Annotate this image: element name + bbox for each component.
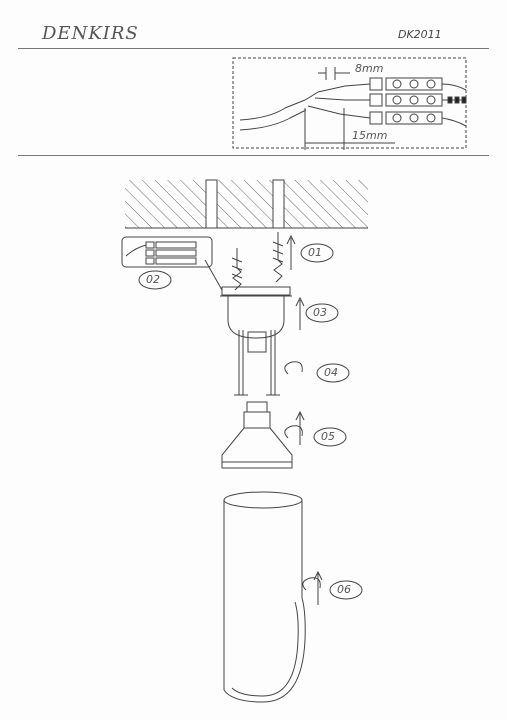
gu10-bulb [221, 401, 305, 469]
cylinder-housing [223, 491, 323, 703]
wiring-detail [232, 57, 467, 150]
step-05-label: 05 [321, 430, 335, 443]
terminal-callout [121, 236, 223, 291]
model-number: DK2011 [398, 28, 442, 41]
step-02-label: 02 [146, 273, 160, 286]
brand-title: DENKIRS [42, 23, 139, 44]
mounting-screws [231, 232, 296, 291]
mounting-base [220, 286, 305, 396]
step-04-label: 04 [324, 366, 338, 379]
rotate-icon [284, 361, 321, 591]
step-06-label: 06 [337, 583, 351, 596]
header-divider [18, 48, 489, 49]
step-01-label: 01 [308, 246, 322, 259]
insulation-length-label: 15mm [352, 129, 388, 142]
step-bubbles [138, 243, 363, 600]
section-divider [18, 155, 489, 156]
step-03-label: 03 [313, 306, 327, 319]
strip-length-label: 8mm [355, 62, 384, 75]
ceiling-section [125, 179, 368, 229]
